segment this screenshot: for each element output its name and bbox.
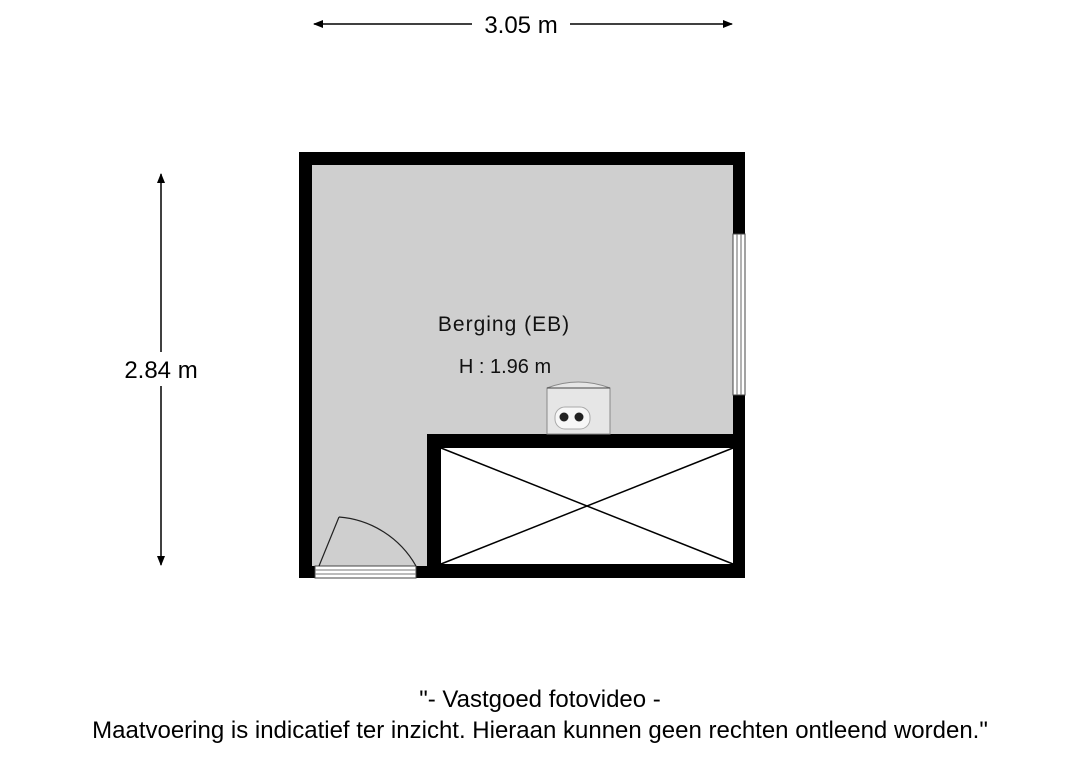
room-height: H : 1.96 m <box>459 356 551 378</box>
boiler-panel <box>554 406 591 430</box>
boiler-pipe-right <box>574 412 584 422</box>
room-name: Berging (EB) <box>438 313 570 336</box>
door-threshold <box>314 565 417 579</box>
disclaimer-line-1: "- Vastgoed fotovideo - <box>419 686 661 713</box>
boiler-unit <box>546 381 611 435</box>
width-dimension-label: 3.05 m <box>484 12 557 39</box>
disclaimer: "- Vastgoed fotovideo - Maatvoering is i… <box>0 684 1080 746</box>
window <box>732 233 746 396</box>
door-swing-arc <box>338 516 417 567</box>
wall-bottom-left-stub <box>299 566 315 578</box>
wall-right-upper <box>733 152 745 234</box>
door <box>314 516 417 579</box>
height-dimension: 2.84 m <box>112 173 212 566</box>
disclaimer-line-2: Maatvoering is indicatief ter inzicht. H… <box>92 717 988 744</box>
storage-block <box>427 434 745 578</box>
wall-left <box>299 152 312 578</box>
width-dimension: 3.05 m <box>313 12 733 39</box>
boiler-pipe-left <box>559 412 569 422</box>
storage-cross-2 <box>440 447 734 565</box>
wall-top <box>299 152 745 165</box>
height-dimension-label: 2.84 m <box>124 357 197 384</box>
door-leaf <box>318 516 340 567</box>
